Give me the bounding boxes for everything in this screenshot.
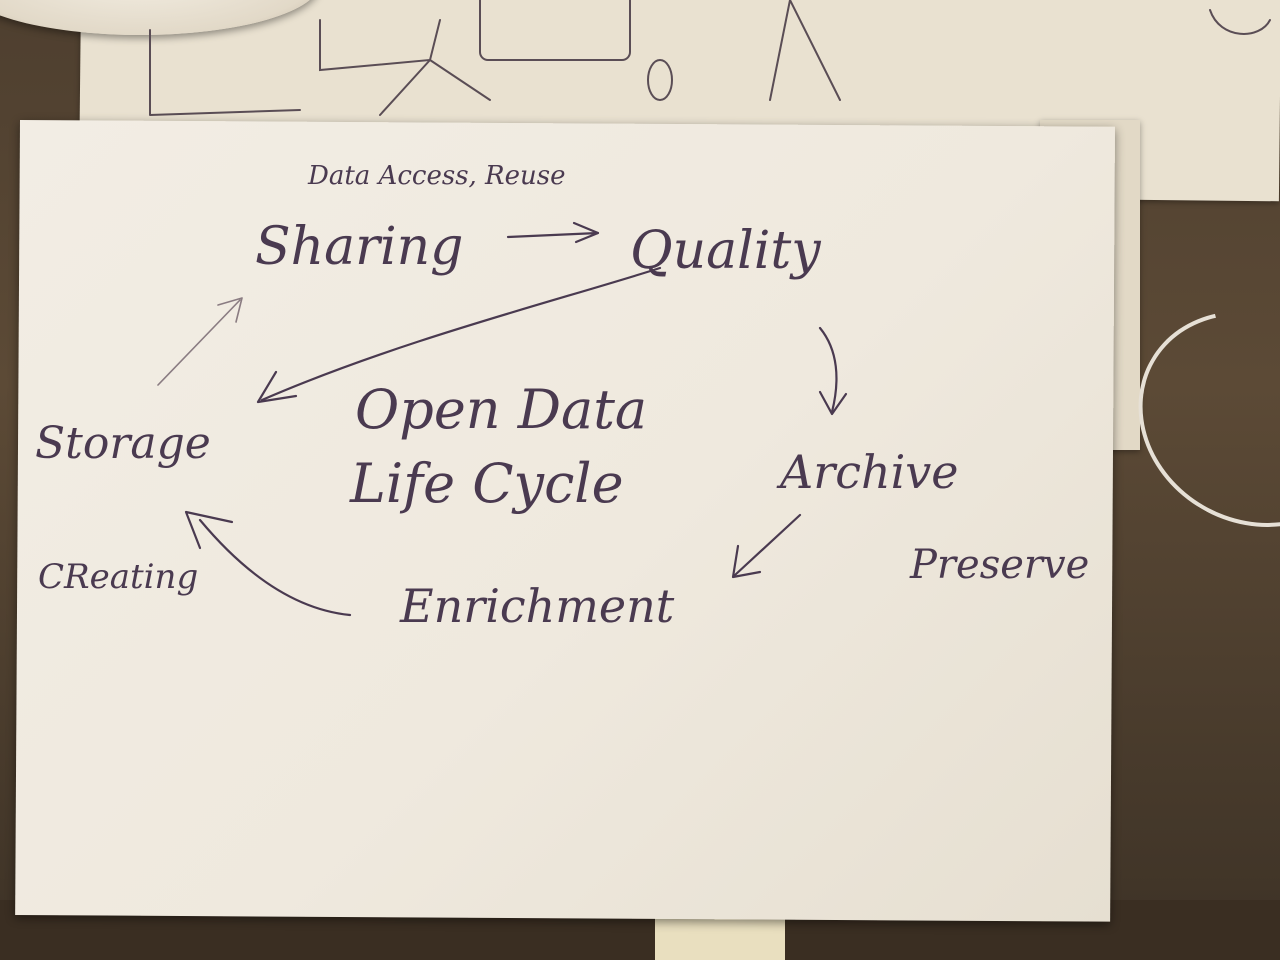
edge-archive-to-enrichment	[733, 513, 802, 577]
edge-sharing-to-quality	[506, 231, 600, 239]
archive-note: Preserve	[909, 542, 1089, 588]
edge-storage-to-sharing	[157, 299, 241, 386]
sharing-note: Data Access, Reuse	[307, 161, 566, 191]
arrowhead-quality-to-archive	[818, 390, 848, 416]
arrowhead-quality-to-storage	[256, 370, 298, 404]
node-sharing: Sharing	[255, 217, 463, 277]
arrowhead-archive-to-enrichment	[731, 544, 762, 579]
diagram-title-line1: Open Data	[355, 378, 647, 441]
node-archive: Archive	[776, 445, 959, 499]
arrowhead-enrichment-to-storage	[184, 510, 234, 550]
arrowhead-storage-to-sharing	[217, 297, 243, 323]
edge-quality-to-archive	[818, 326, 838, 414]
edge-enrichment-to-storage	[198, 518, 352, 617]
node-storage: Storage	[35, 418, 211, 469]
diagram-title-line2: Life Cycle	[349, 452, 624, 515]
node-enrichment: Enrichment	[399, 579, 675, 633]
edge-quality-to-storage	[260, 266, 662, 402]
storage-note: CReating	[38, 557, 198, 597]
arrowhead-sharing-to-quality	[572, 221, 600, 244]
node-quality: Quality	[630, 221, 821, 281]
